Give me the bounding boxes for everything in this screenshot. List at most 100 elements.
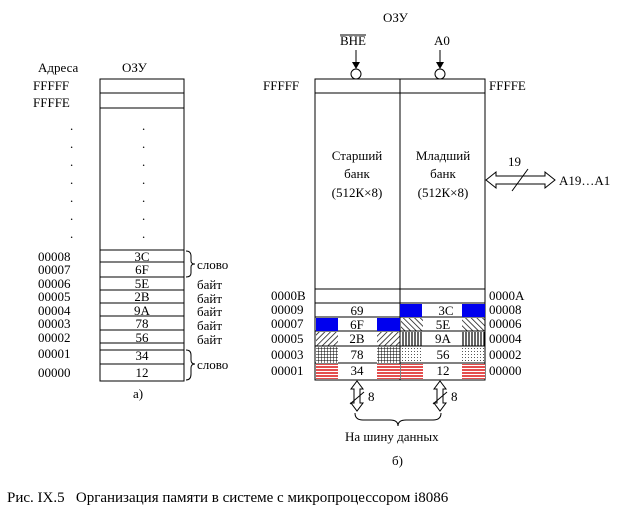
high-data-width: 8 bbox=[368, 389, 375, 404]
bhe-signal-label: BHE bbox=[340, 33, 366, 48]
high-value-cell: 34 bbox=[351, 363, 365, 378]
value-cell: 12 bbox=[136, 365, 149, 380]
dot: . bbox=[70, 226, 73, 241]
data-width-slash bbox=[349, 391, 365, 405]
ram-title: ОЗУ bbox=[383, 10, 409, 25]
data-width-slash bbox=[432, 391, 448, 405]
value-cell: 34 bbox=[136, 348, 150, 363]
left-memory-diagram: Адреса ОЗУ FFFFF FFFFE . . . . . . . . .… bbox=[33, 60, 228, 401]
dot: . bbox=[142, 172, 145, 187]
dot: . bbox=[142, 226, 145, 241]
pattern-swatch bbox=[401, 347, 423, 363]
word-label: слово bbox=[197, 257, 228, 272]
pattern-swatch bbox=[401, 332, 423, 346]
address-00007: 00007 bbox=[38, 262, 71, 277]
address-fffe: FFFFE bbox=[489, 78, 526, 93]
low-bank-label: банк bbox=[430, 166, 456, 181]
pattern-swatch bbox=[377, 364, 400, 379]
value-cell: 2B bbox=[134, 289, 150, 304]
address-00009: 00009 bbox=[271, 302, 304, 317]
low-data-width: 8 bbox=[451, 389, 458, 404]
address-00002: 00002 bbox=[489, 347, 522, 362]
address-00000: 00000 bbox=[38, 365, 71, 380]
high-bank-label: Старший bbox=[332, 148, 383, 163]
address-00006: 00006 bbox=[38, 276, 71, 291]
pattern-swatch bbox=[401, 364, 423, 379]
address-00003: 00003 bbox=[38, 316, 71, 331]
dot: . bbox=[142, 136, 145, 151]
low-value-cell: 12 bbox=[437, 363, 450, 378]
high-bank-size: (512К×8) bbox=[332, 185, 383, 200]
pattern-swatch bbox=[462, 318, 485, 331]
word-label: слово bbox=[197, 357, 228, 372]
pattern-swatch bbox=[316, 332, 338, 346]
pattern-swatch bbox=[377, 347, 400, 363]
address-ffffe: FFFFE bbox=[33, 95, 70, 110]
dot: . bbox=[70, 118, 73, 133]
byte-label: байт bbox=[197, 332, 222, 347]
subfigure-a-label: а) bbox=[133, 386, 143, 401]
bhe-inverter-circle bbox=[350, 68, 362, 80]
data-bus-brace bbox=[354, 412, 442, 427]
pattern-swatch bbox=[462, 332, 485, 346]
byte-label: байт bbox=[197, 291, 222, 306]
byte-label: байт bbox=[197, 318, 222, 333]
address-00008: 00008 bbox=[38, 249, 71, 264]
low-value-cell: 56 bbox=[437, 347, 451, 362]
word-brace bbox=[185, 349, 196, 381]
address-00004: 00004 bbox=[38, 303, 71, 318]
pattern-swatch bbox=[316, 364, 338, 379]
address-0000b: 0000B bbox=[271, 288, 306, 303]
high-value-cell: 78 bbox=[351, 347, 364, 362]
a0-arrowhead bbox=[436, 62, 444, 69]
dot: . bbox=[142, 208, 145, 223]
address-header: Адреса bbox=[38, 60, 79, 75]
figure-caption: Рис. IX.5 Организация памяти в системе с… bbox=[7, 490, 449, 506]
address-00005: 00005 bbox=[271, 331, 304, 346]
pattern-swatch bbox=[462, 347, 485, 363]
high-value-cell: 69 bbox=[351, 303, 364, 318]
dot: . bbox=[70, 172, 73, 187]
low-bank-label: Младший bbox=[416, 148, 470, 163]
address-00002: 00002 bbox=[38, 330, 71, 345]
value-cell: 78 bbox=[136, 316, 149, 331]
a0-signal-label: A0 bbox=[434, 33, 450, 48]
pattern-swatch bbox=[377, 332, 400, 346]
subfigure-b-label: б) bbox=[392, 453, 403, 468]
dot: . bbox=[70, 190, 73, 205]
data-bus-label: На шину данных bbox=[345, 429, 439, 444]
pattern-swatch bbox=[400, 304, 422, 317]
address-bus-width: 19 bbox=[508, 154, 521, 169]
ram-header: ОЗУ bbox=[122, 60, 148, 75]
dot: . bbox=[70, 154, 73, 169]
right-memory-diagram: ОЗУ BHE A0 FFFFF FFFFE Старший банк (512… bbox=[263, 10, 610, 468]
address-00006: 00006 bbox=[489, 316, 522, 331]
low-data-bus-arrow bbox=[433, 380, 447, 412]
value-cell: 9A bbox=[134, 303, 151, 318]
address-00001: 00001 bbox=[271, 363, 304, 378]
pattern-swatch bbox=[401, 318, 423, 331]
address-00001: 00001 bbox=[38, 346, 71, 361]
left-ram-column bbox=[99, 78, 185, 382]
low-value-cell: 9A bbox=[435, 331, 452, 346]
low-bank-size: (512К×8) bbox=[418, 185, 469, 200]
value-cell: 56 bbox=[136, 330, 150, 345]
value-cell: 6F bbox=[135, 262, 149, 277]
dot: . bbox=[142, 190, 145, 205]
pattern-swatch bbox=[316, 318, 338, 331]
pattern-swatch bbox=[377, 318, 400, 331]
value-cell: 3C bbox=[134, 249, 149, 264]
low-value-cell: 5E bbox=[436, 317, 451, 332]
left-ellipsis: . . . . . . . . . . . . . . bbox=[70, 118, 145, 241]
address-bus-label: A19…A1 bbox=[559, 173, 610, 188]
address-fffff: FFFFF bbox=[263, 78, 299, 93]
low-value-cell: 3C bbox=[438, 303, 453, 318]
address-0000a: 0000A bbox=[489, 288, 525, 303]
address-00007: 00007 bbox=[271, 316, 304, 331]
dot: . bbox=[142, 154, 145, 169]
address-00004: 00004 bbox=[489, 331, 522, 346]
address-00008: 00008 bbox=[489, 302, 522, 317]
high-value-cell: 2B bbox=[349, 331, 365, 346]
address-00000: 00000 bbox=[489, 363, 522, 378]
